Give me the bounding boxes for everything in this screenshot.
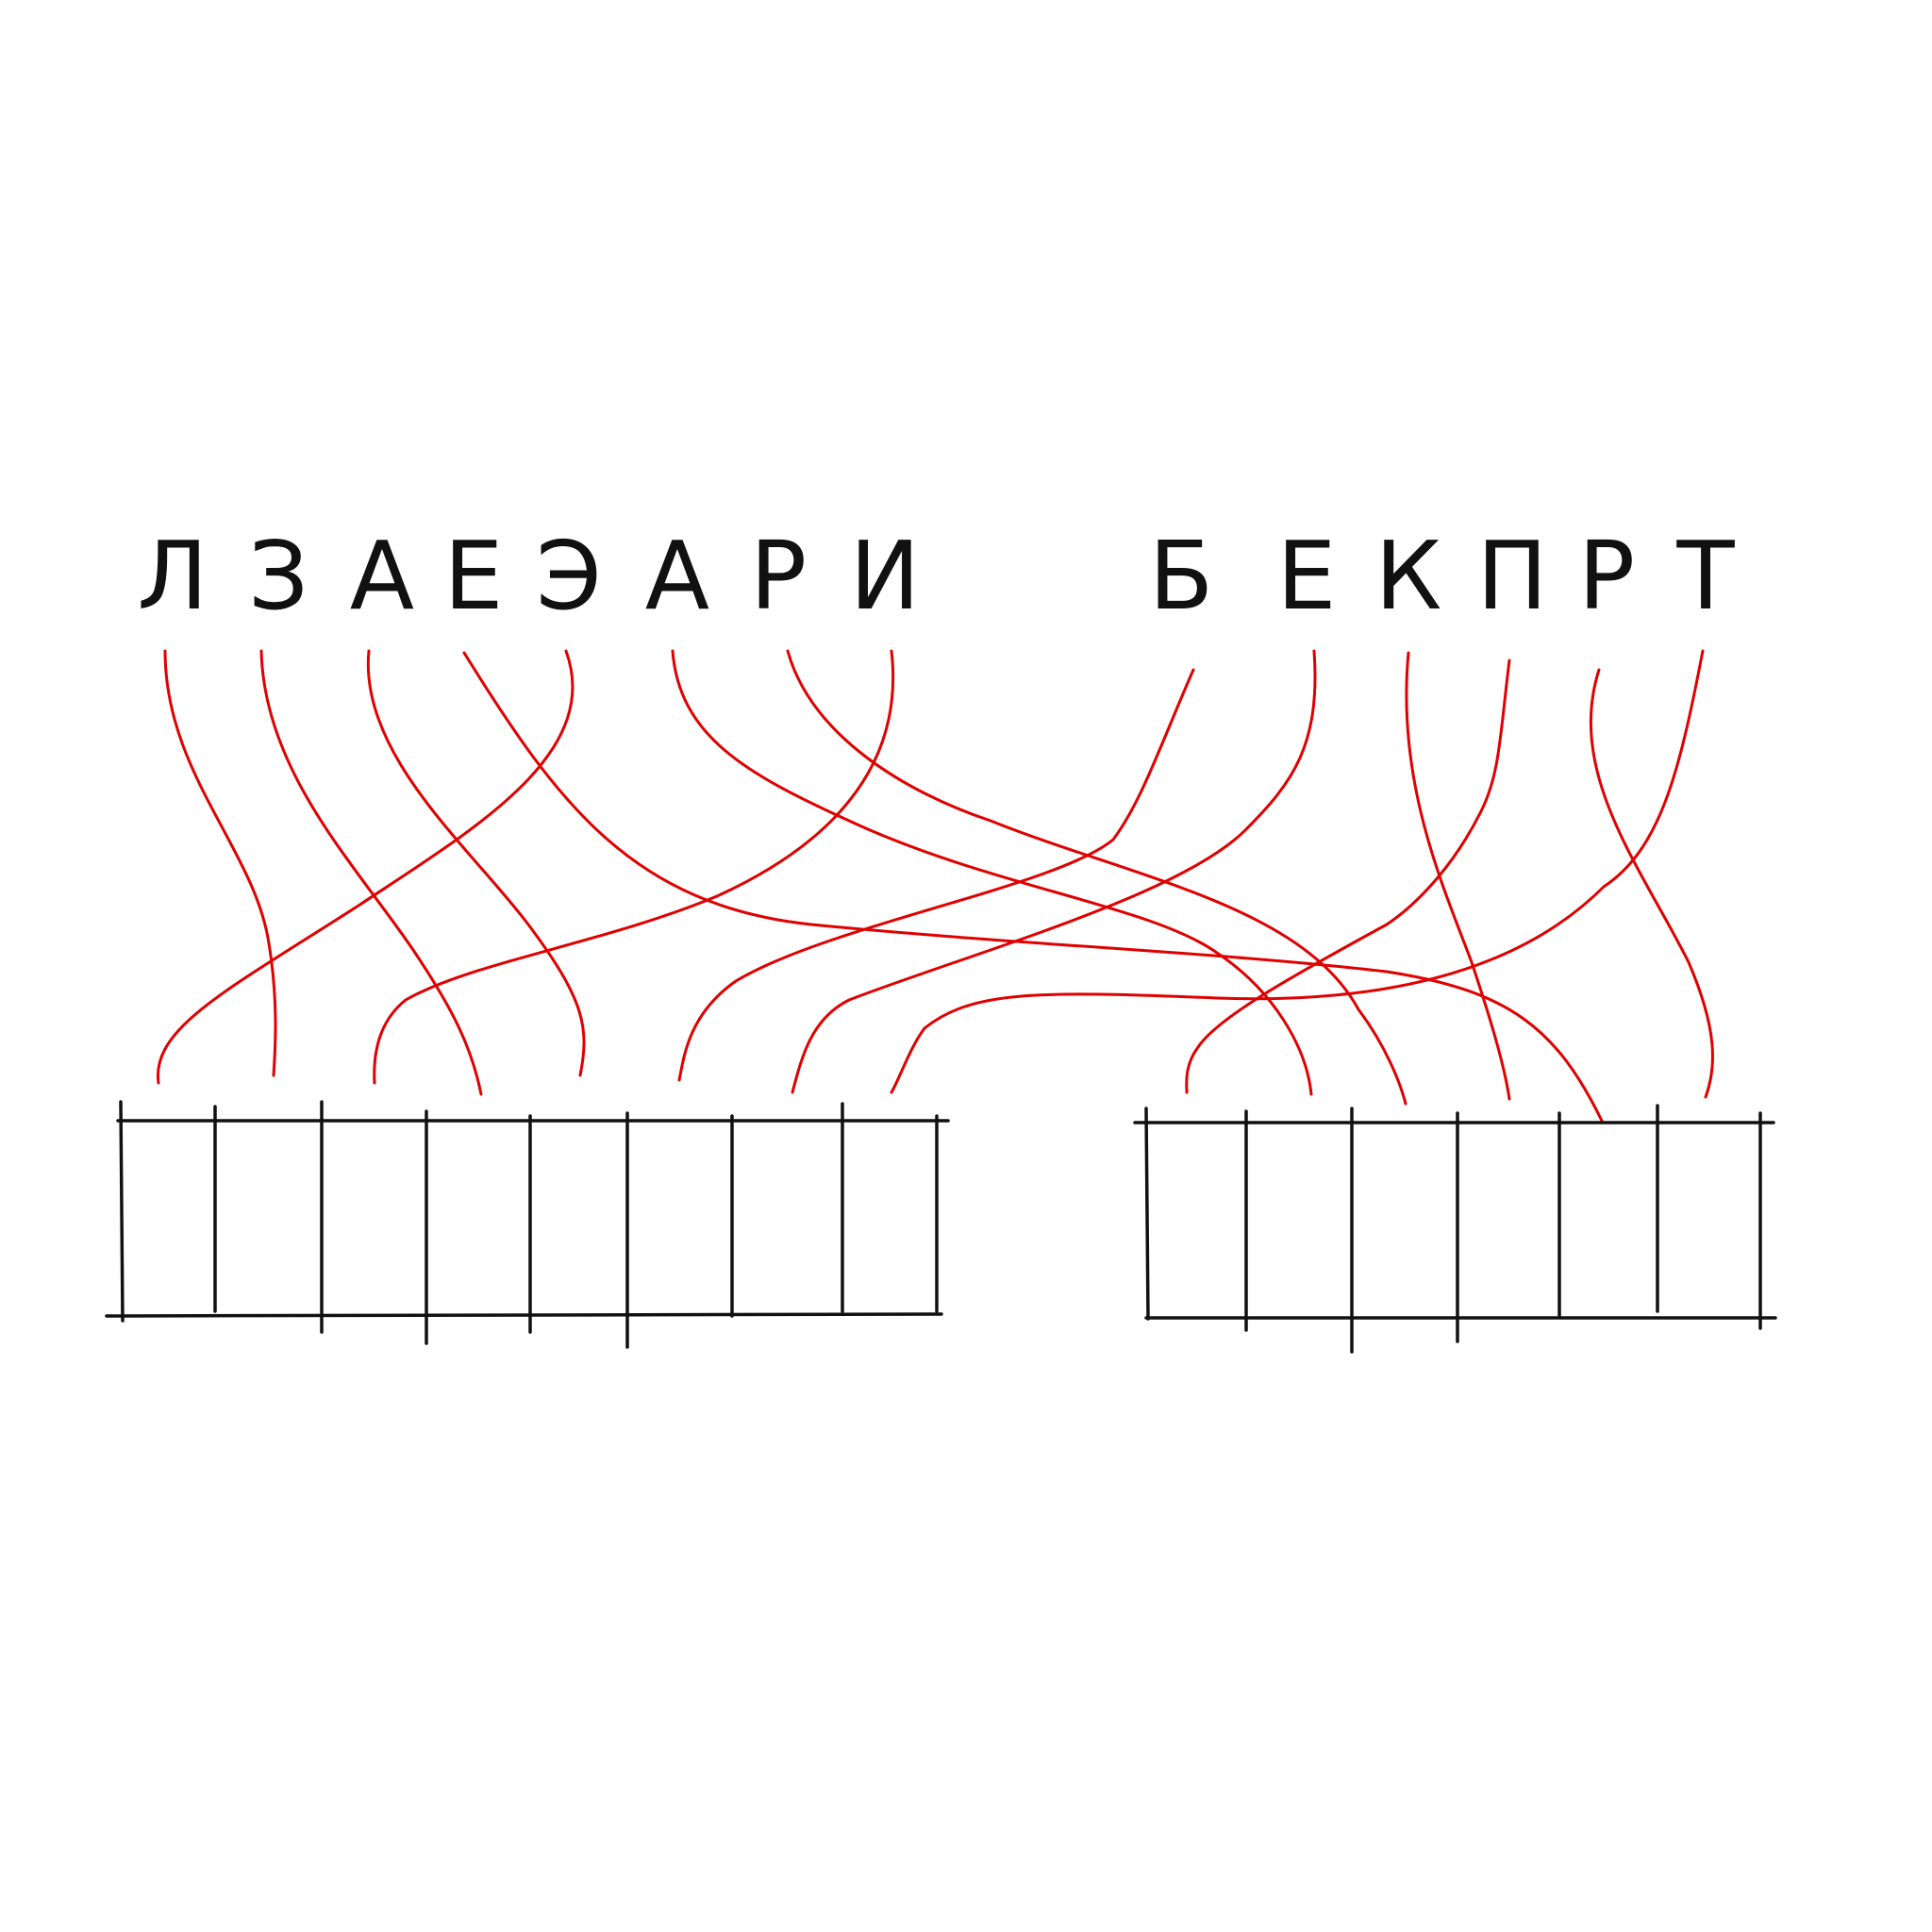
connecting-threads bbox=[156, 649, 1714, 1123]
letter-word1-8: И bbox=[850, 521, 921, 631]
thread-11 bbox=[1405, 651, 1511, 1101]
letter-word1-6: А bbox=[645, 521, 709, 631]
word-1-letters: Л З А Е Э А Р И bbox=[137, 521, 920, 631]
thread-9 bbox=[677, 668, 1195, 1082]
thread-13 bbox=[1589, 668, 1714, 1099]
thread-10 bbox=[791, 649, 1317, 1094]
thread-6 bbox=[671, 649, 1313, 1096]
word-2-letters: Б Е К П Р Т bbox=[1149, 521, 1736, 631]
letter-word2-4: П bbox=[1476, 521, 1547, 631]
letter-word2-6: Т bbox=[1675, 521, 1735, 631]
letter-word1-1: Л bbox=[137, 521, 208, 631]
thread-8 bbox=[373, 649, 894, 1085]
thread-2 bbox=[259, 649, 483, 1096]
letter-word2-1: Б bbox=[1149, 521, 1214, 631]
thread-3 bbox=[366, 649, 586, 1077]
word1-divider-1 bbox=[119, 1100, 125, 1323]
letter-word1-3: А bbox=[350, 521, 414, 631]
thread-4 bbox=[462, 651, 1604, 1123]
thread-1 bbox=[163, 649, 277, 1077]
letter-word2-2: Е bbox=[1276, 521, 1336, 631]
letter-word2-3: К bbox=[1375, 521, 1442, 631]
answer-boxes-word-2 bbox=[1133, 1104, 1777, 1354]
letter-word1-5: Э bbox=[536, 521, 602, 631]
thread-7 bbox=[786, 649, 1407, 1106]
thread-14 bbox=[890, 649, 1705, 1094]
thread-12 bbox=[1185, 658, 1511, 1094]
letter-word1-2: З bbox=[248, 521, 308, 631]
letter-word2-5: Р bbox=[1578, 521, 1635, 631]
answer-boxes-word-1 bbox=[105, 1100, 950, 1349]
letter-word1-4: Е bbox=[443, 521, 503, 631]
word1-bottom-border bbox=[105, 1312, 943, 1318]
thread-5 bbox=[156, 649, 575, 1085]
letter-word1-7: Р bbox=[750, 521, 807, 631]
word2-divider-1 bbox=[1144, 1107, 1150, 1321]
